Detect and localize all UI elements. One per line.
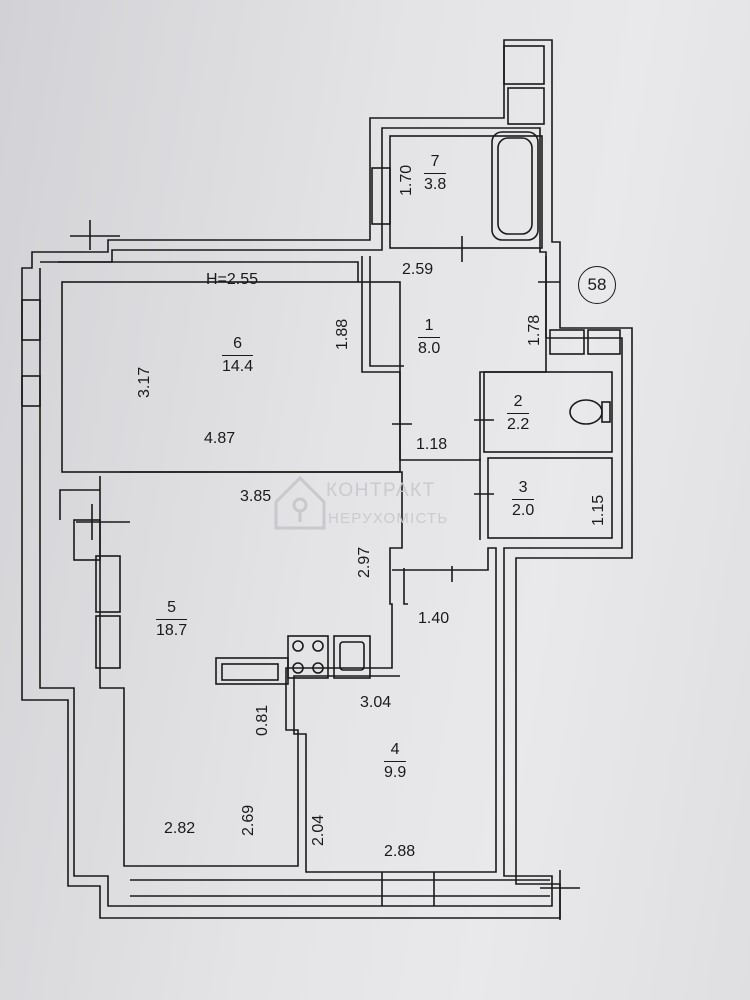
room-area: 3.8	[424, 176, 447, 193]
dimension-wall-offset: 0.81	[254, 704, 271, 736]
dimension-loggia-width: 2.82	[164, 820, 196, 837]
room-area: 2.2	[507, 416, 530, 433]
room-area: 18.7	[156, 622, 188, 639]
watermark-line-2: НЕРУХОМІСТЬ	[328, 510, 449, 527]
outer-wall-outer-line	[21, 39, 633, 919]
dimension-corridor-height: 2.97	[356, 546, 373, 578]
toilet	[569, 399, 603, 425]
dimension-hall-width: 2.59	[402, 261, 434, 278]
dimension-loggia-height: 2.69	[240, 804, 257, 836]
room-4-outline	[293, 547, 497, 873]
bathtub	[491, 131, 539, 241]
room-number: 1	[418, 316, 441, 338]
room-3-label: 3 2.0	[512, 478, 535, 521]
dimension-hall-height: 1.88	[334, 318, 351, 350]
dimension-living-width: 4.87	[204, 430, 236, 447]
kitchen-sink	[333, 635, 371, 679]
room-5-label: 5 18.7	[156, 598, 188, 641]
room-number: 4	[384, 740, 407, 762]
room-number: 7	[424, 152, 447, 174]
apartment-number-badge: 58	[578, 266, 616, 304]
room-6-label: 6 14.4	[222, 334, 254, 377]
dimension-living-height: 3.17	[136, 366, 153, 398]
room-5-outline	[99, 471, 403, 867]
dimension-room4-width-top: 3.04	[360, 694, 392, 711]
room-area: 2.0	[512, 502, 535, 519]
room-number: 3	[512, 478, 535, 500]
room-area: 14.4	[222, 358, 254, 375]
dimension-kitchen-width: 3.85	[240, 488, 272, 505]
watermark-line-1: КОНТРАКТ	[326, 480, 436, 501]
stove	[287, 635, 329, 679]
room-number: 6	[222, 334, 254, 356]
room-area: 8.0	[418, 340, 441, 357]
room-number: 5	[156, 598, 188, 620]
dimension-wc-height: 1.15	[590, 494, 607, 526]
ceiling-height-label: H=2.55	[206, 271, 259, 288]
room-3-outline	[487, 457, 613, 539]
room-2-label: 2 2.2	[507, 392, 530, 435]
room-2-outline	[483, 371, 613, 453]
dimension-room4-offset: 1.40	[418, 610, 450, 627]
room-number: 2	[507, 392, 530, 414]
apartment-number: 58	[587, 275, 607, 294]
dimension-hall-side: 1.78	[526, 314, 543, 346]
outer-wall-inner-line	[39, 127, 623, 907]
dimension-bath-height: 1.70	[398, 164, 415, 196]
watermark-logo-icon	[274, 475, 326, 530]
room-area: 9.9	[384, 764, 407, 781]
dimension-corridor-width: 1.18	[416, 436, 448, 453]
room-1-label: 1 8.0	[418, 316, 441, 359]
room-4-label: 4 9.9	[384, 740, 407, 783]
room-7-label: 7 3.8	[424, 152, 447, 195]
dimension-room4-width-bottom: 2.88	[384, 843, 416, 860]
dimension-room4-side: 2.04	[310, 814, 327, 846]
